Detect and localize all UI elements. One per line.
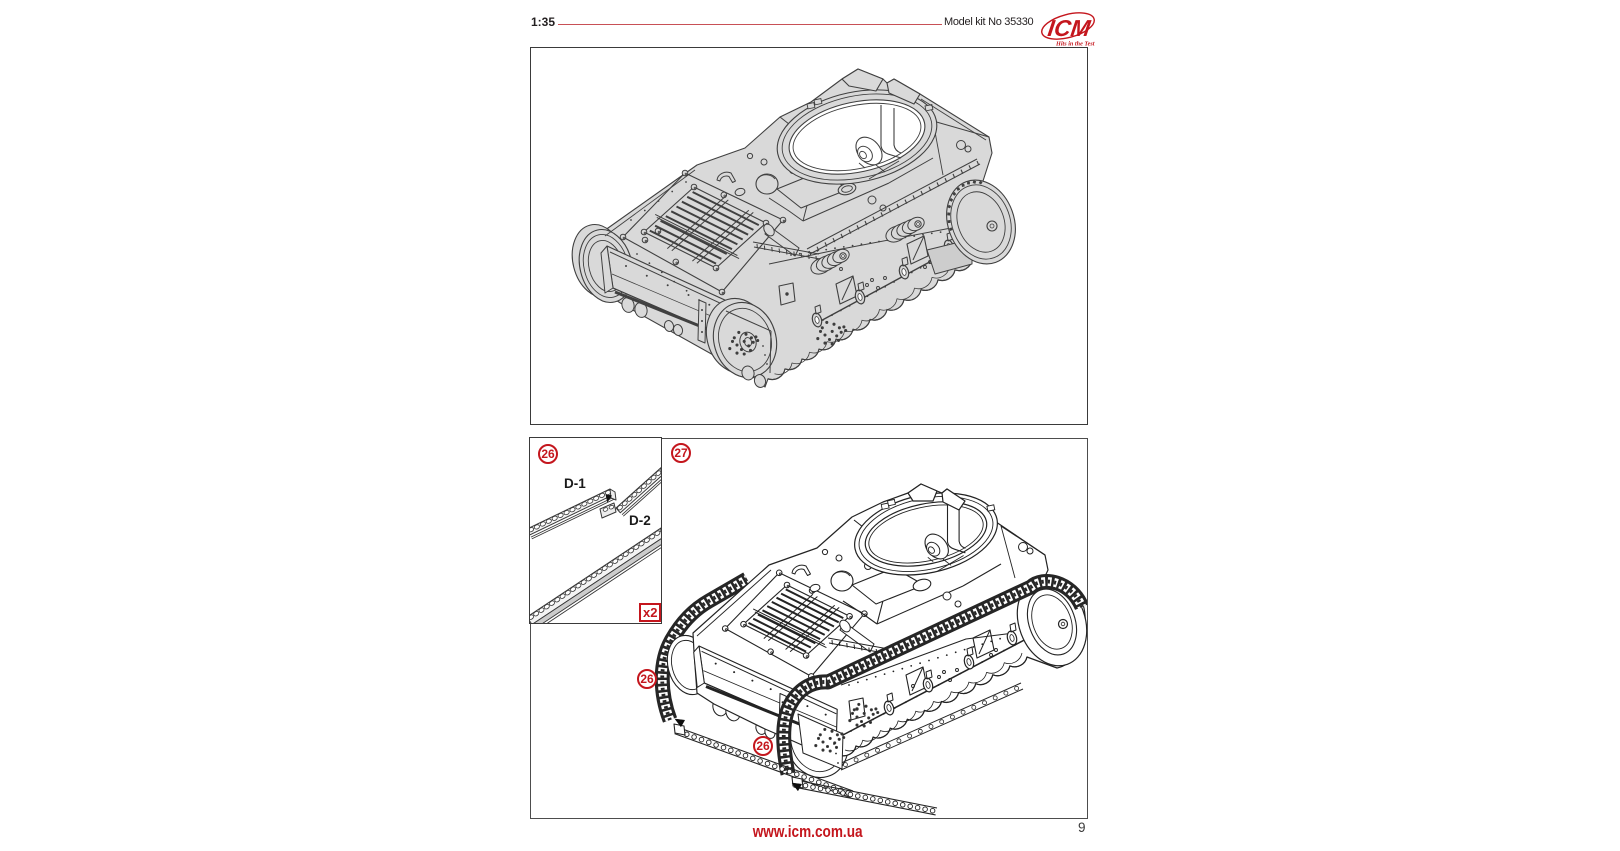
svg-text:Hits in the Test: Hits in the Test (1055, 41, 1095, 48)
svg-text:ICM: ICM (1046, 15, 1093, 41)
